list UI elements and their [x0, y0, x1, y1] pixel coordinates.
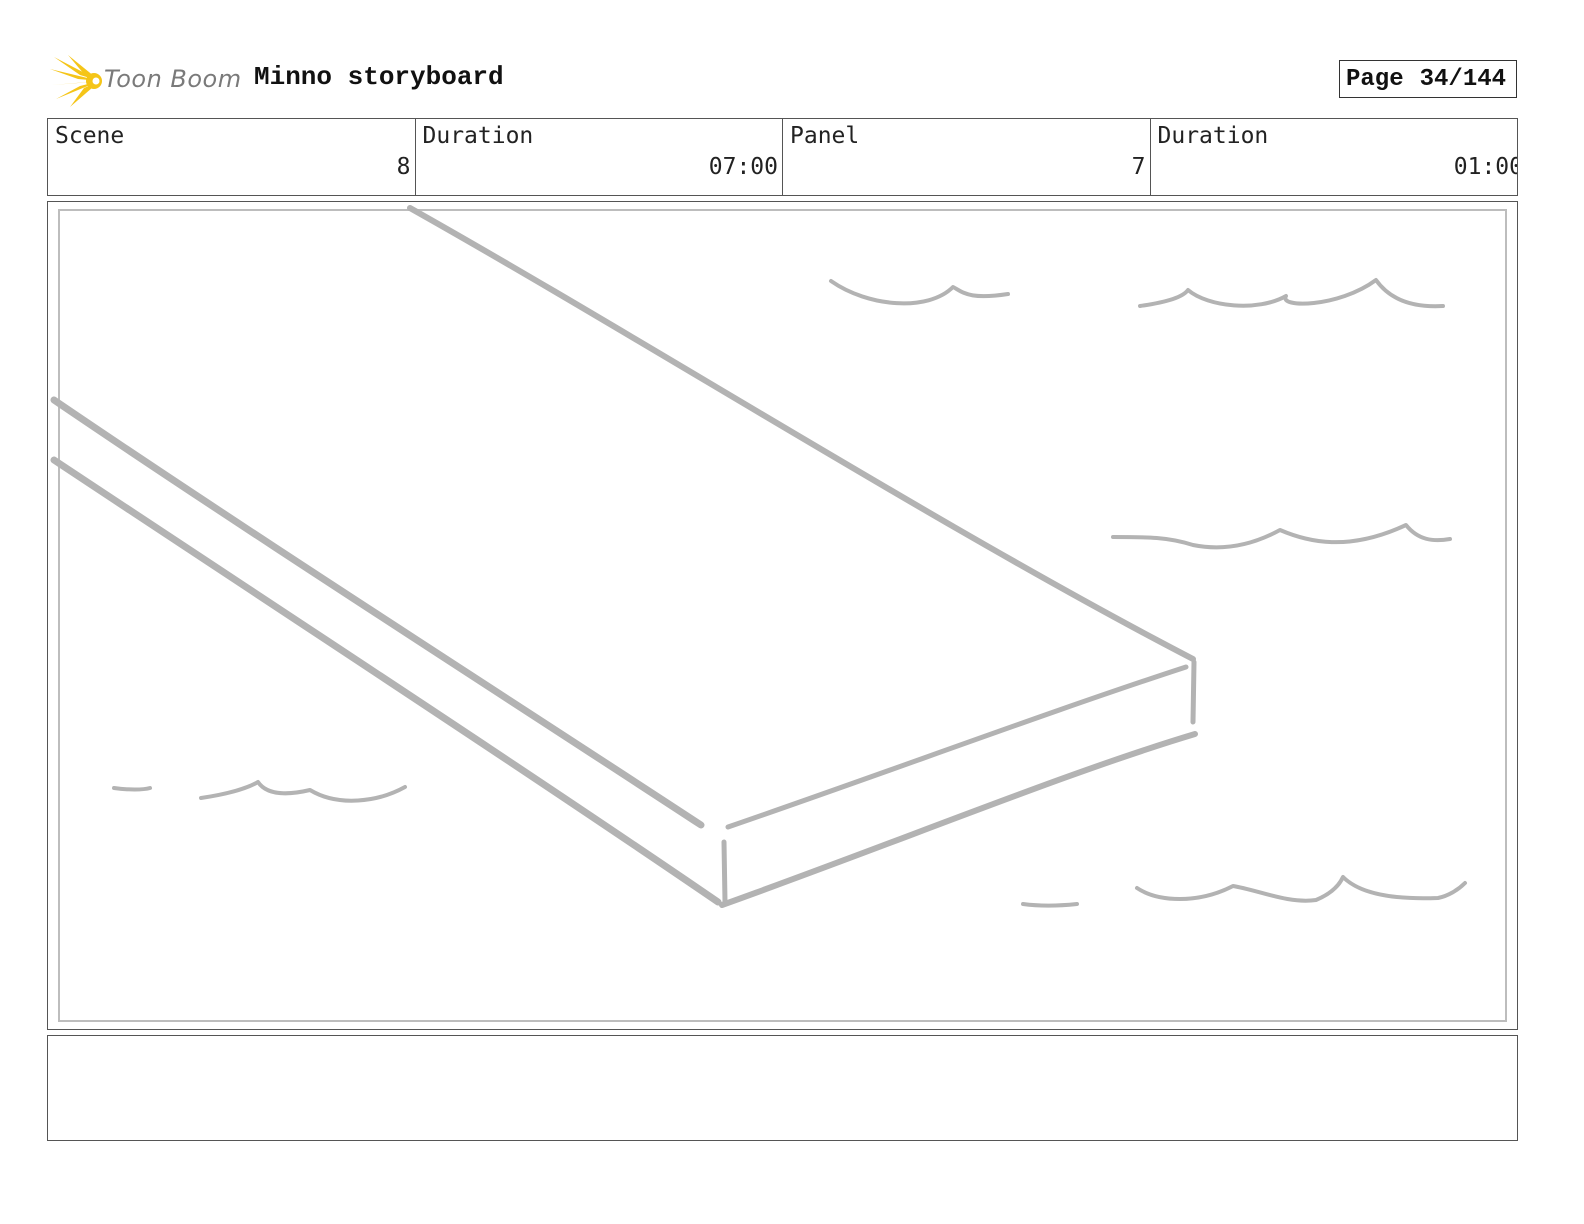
scene-duration-cell: Duration 07:00	[416, 119, 783, 195]
page-indicator: Page 34/144	[1339, 60, 1517, 98]
scene-label: Scene	[55, 123, 125, 149]
scene-cell: Scene 8	[48, 119, 416, 195]
page-number: 34/144	[1419, 65, 1507, 93]
page-label: Page	[1346, 65, 1404, 93]
panel-duration-value: 01:00	[1453, 154, 1517, 180]
starburst-icon	[50, 55, 102, 107]
panel-info-table: Scene 8 Duration 07:00 Panel 7 Duration …	[47, 118, 1518, 196]
scene-duration-value: 07:00	[708, 154, 778, 180]
toon-boom-logo: Toon Boom	[50, 55, 242, 107]
panel-safe-area	[58, 209, 1507, 1022]
panel-sketch	[50, 205, 1467, 908]
scene-value: 8	[396, 154, 411, 180]
storyboard-panel	[47, 201, 1518, 1030]
panel-value: 7	[1131, 154, 1146, 180]
panel-label: Panel	[790, 123, 860, 149]
sketch-strokes	[50, 205, 1467, 908]
scene-duration-label: Duration	[422, 123, 534, 149]
document-title: Minno storyboard	[254, 62, 504, 92]
panel-duration-cell: Duration 01:00	[1151, 119, 1518, 195]
panel-notes	[47, 1035, 1518, 1141]
logo-text: Toon Boom	[104, 65, 242, 93]
panel-cell: Panel 7	[783, 119, 1151, 195]
panel-duration-label: Duration	[1157, 123, 1269, 149]
